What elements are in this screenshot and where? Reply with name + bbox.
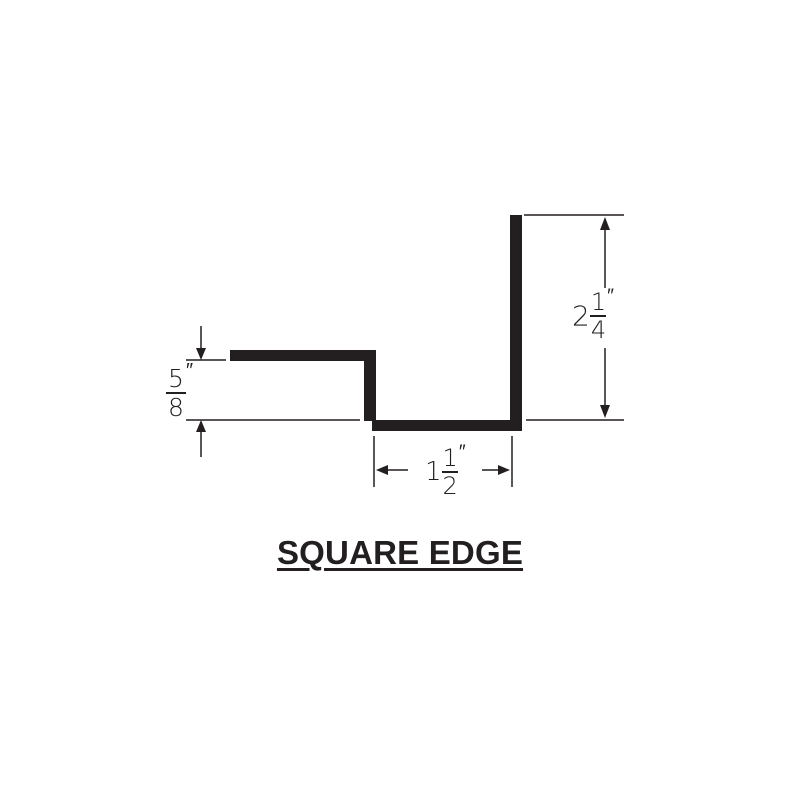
right-wall <box>510 215 522 431</box>
right-dimension-lines <box>600 217 610 418</box>
arrow-right-icon <box>498 465 510 475</box>
dimension-label-width-bottom: 1 1 2 ″ <box>425 440 466 498</box>
arrow-up-icon <box>600 217 610 230</box>
bottom-channel <box>372 420 522 431</box>
fraction: 1 2 <box>442 446 459 498</box>
inch-mark: ″ <box>607 284 614 307</box>
top-flange <box>230 350 376 361</box>
arrow-left-icon <box>376 465 388 475</box>
fraction-denominator: 4 <box>590 316 607 344</box>
arrow-up-icon <box>196 420 206 432</box>
arrow-down-icon <box>600 405 610 418</box>
left-dimension-lines <box>186 326 360 457</box>
fraction-numerator: 1 <box>442 444 458 472</box>
dimension-label-height-right: 2 1 4 ″ <box>572 284 614 342</box>
inch-mark: ″ <box>458 440 466 463</box>
fraction-denominator: 8 <box>168 393 184 422</box>
inch-mark: ″ <box>186 358 194 382</box>
left-wall <box>364 350 376 421</box>
dimension-label-height-left: 5 8 ″ <box>166 358 193 420</box>
fraction: 5 8 <box>166 366 186 420</box>
whole-number: 1 <box>425 457 442 487</box>
fraction-denominator: 2 <box>442 472 458 500</box>
whole-number: 2 <box>572 299 590 333</box>
fraction-bar <box>590 315 607 317</box>
fraction-numerator: 1 <box>590 288 607 316</box>
fraction-numerator: 5 <box>168 364 184 393</box>
fraction-bar <box>442 471 459 473</box>
diagram-title: SQUARE EDGE <box>276 534 524 571</box>
fraction-bar <box>166 392 186 394</box>
bottom-dimension-lines <box>373 214 624 487</box>
profile-shape <box>230 215 522 431</box>
fraction: 1 4 <box>590 290 607 342</box>
arrow-down-icon <box>196 348 206 360</box>
